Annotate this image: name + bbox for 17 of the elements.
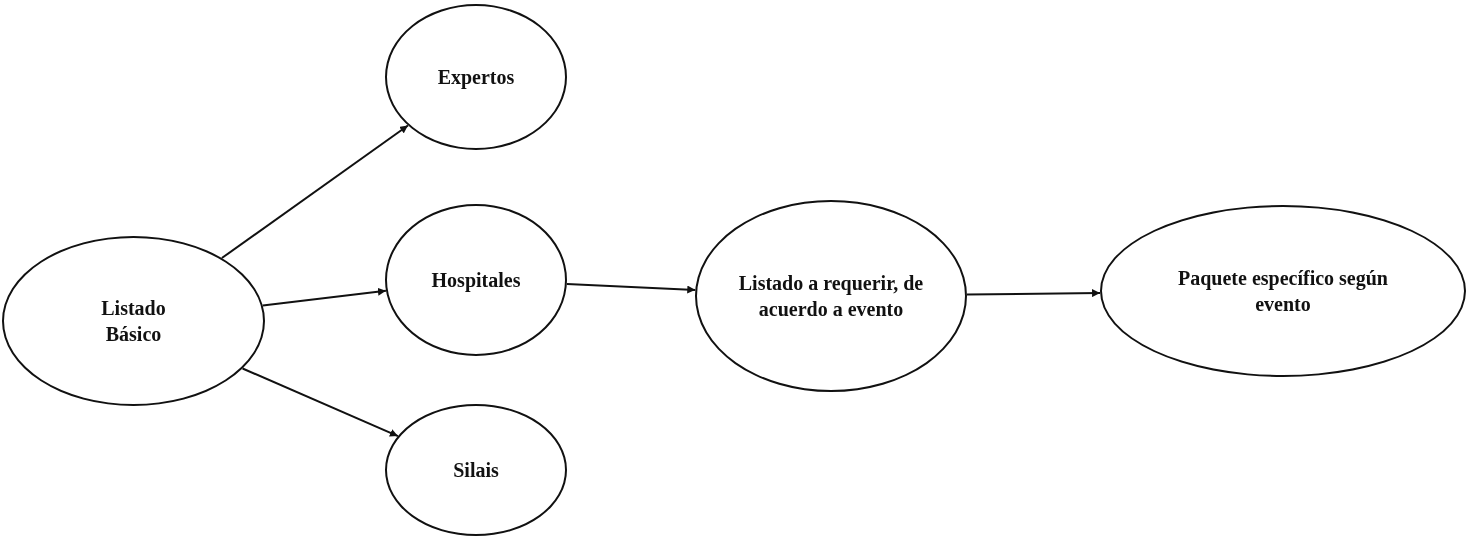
arrow	[966, 289, 1102, 298]
ellipse-node	[2, 236, 265, 406]
ellipse-node	[385, 4, 567, 150]
ellipse-node	[385, 204, 567, 356]
arrow	[565, 283, 697, 294]
node-label: Listado a requerir, de acuerdo a evento	[737, 271, 925, 322]
node-label: Expertos	[437, 65, 515, 90]
node-label: Hospitales	[431, 268, 521, 293]
ellipse-node	[385, 404, 567, 536]
node-label: Paquete específico según evento	[1177, 266, 1389, 317]
ellipse-node	[1100, 205, 1466, 377]
node-label: Silais	[453, 458, 499, 483]
arrow	[220, 124, 409, 260]
ellipse-node	[695, 200, 967, 392]
arrow	[261, 287, 387, 307]
node-label: Listado Básico	[100, 296, 167, 347]
arrow	[241, 367, 399, 438]
